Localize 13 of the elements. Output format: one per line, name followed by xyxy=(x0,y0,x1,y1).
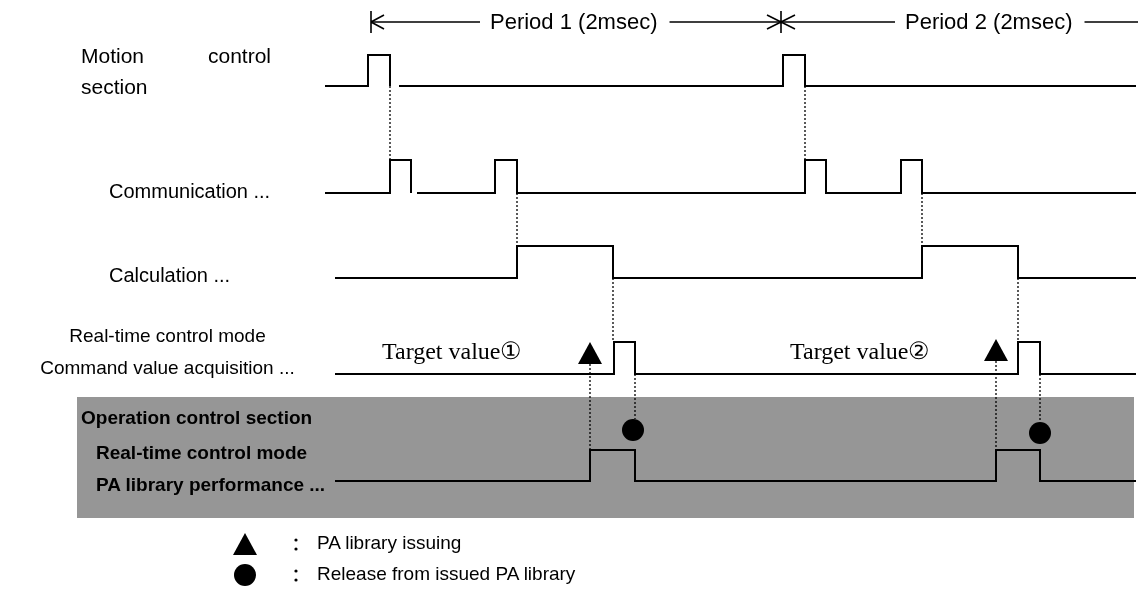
signal-name: Real-time control mode Command value acquisition ... xyxy=(39,324,296,380)
target-value-label: Target value② xyxy=(790,337,931,365)
target-value-label: Target value① xyxy=(382,337,523,365)
legend-text: PA library issuing xyxy=(317,532,462,554)
legend-text: Release from issued PA library xyxy=(317,563,576,585)
signal-name: Calculation ... xyxy=(109,264,231,287)
period-label: Period 1 (2msec) xyxy=(490,9,658,35)
signal-name: Communication ... xyxy=(109,180,271,203)
shaded-band xyxy=(77,397,1134,518)
period-label: Period 2 (2msec) xyxy=(905,9,1073,35)
signal-name: Real-time control mode PA library performance ... xyxy=(96,441,327,497)
section-heading: Operation control section xyxy=(81,407,313,429)
signal-name: Motion control section xyxy=(81,43,271,100)
